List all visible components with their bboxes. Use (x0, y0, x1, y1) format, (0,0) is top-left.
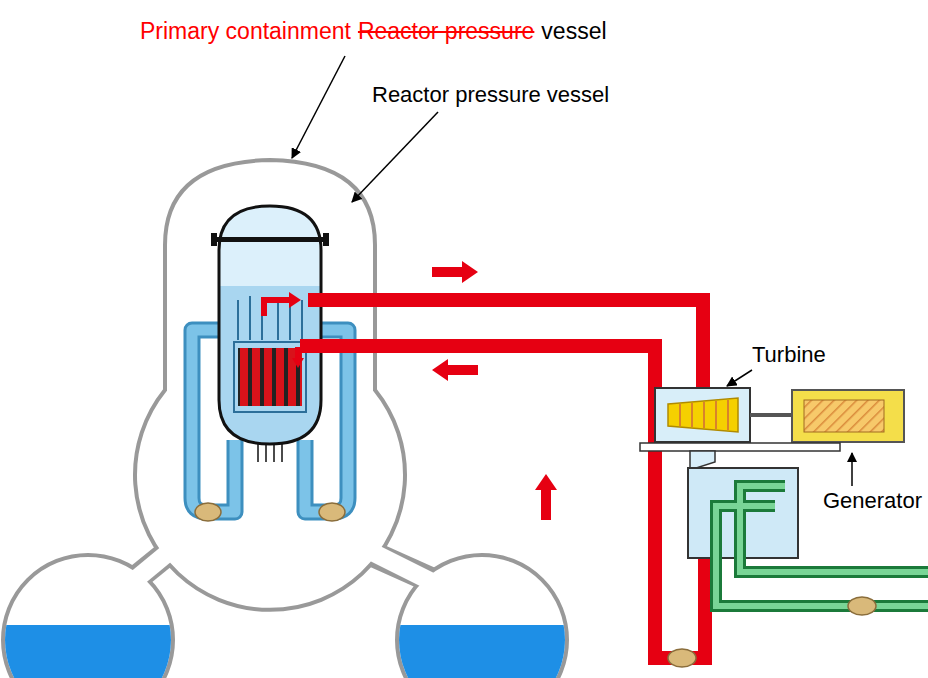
callout-label: Generator (823, 488, 922, 513)
primary-containment (135, 160, 405, 610)
generator (792, 390, 904, 442)
leader-line (292, 56, 852, 486)
callout-label: vessel (541, 18, 606, 44)
callout-label: Primary containment (140, 18, 351, 44)
callout-label: Turbine (752, 342, 826, 367)
shaft (750, 413, 792, 417)
feedwater-pump (668, 649, 696, 667)
condenser (688, 451, 928, 615)
steam-feedwater-line (264, 300, 705, 658)
struck-label: Reactor pressure (358, 18, 534, 44)
reactor-pressure-vessel (210, 206, 340, 462)
flow-arrow (289, 261, 557, 520)
recirculation-pump (195, 503, 345, 521)
vent-duct-inner (124, 551, 446, 589)
base-plate (640, 443, 840, 451)
turbine (655, 388, 750, 442)
callout-label: Reactor pressure vessel (372, 82, 609, 107)
